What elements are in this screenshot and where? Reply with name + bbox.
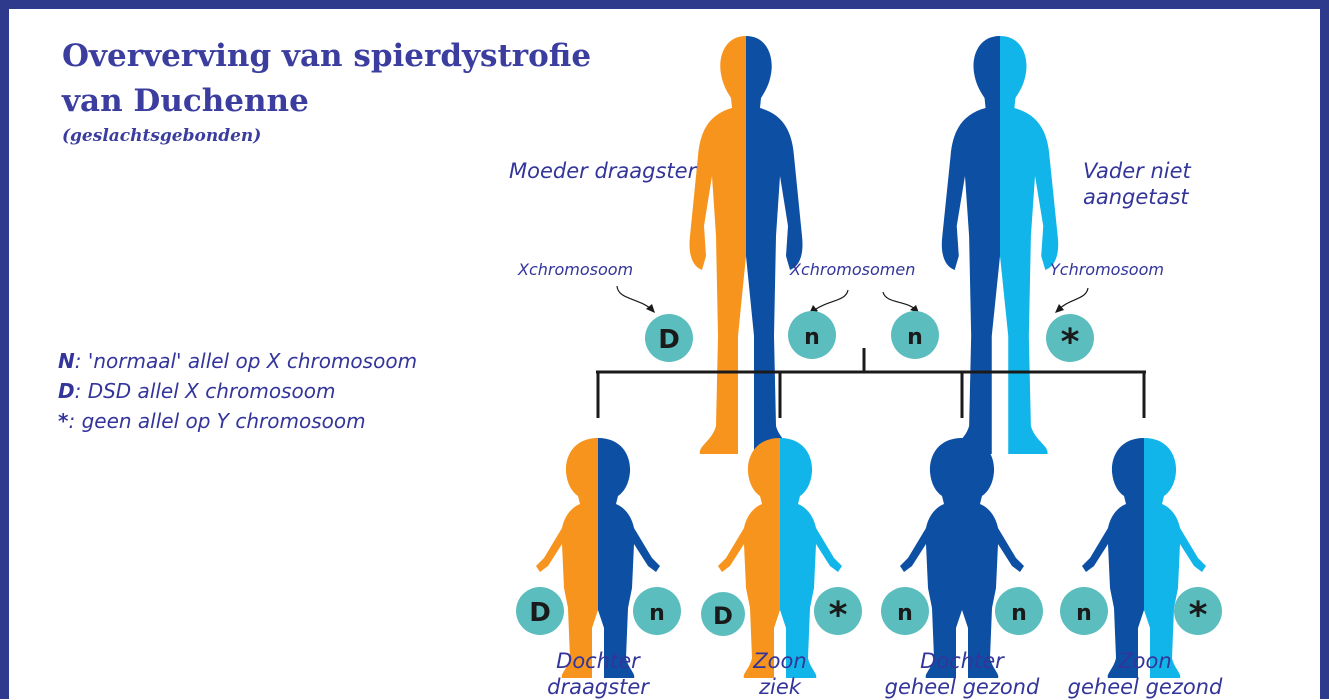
legend-text: : 'normaal' allel op X chromosoom bbox=[75, 349, 417, 373]
allele-circle: D bbox=[516, 587, 564, 635]
allele-circle: n bbox=[891, 311, 939, 359]
father-label: Vader niet aangetast bbox=[1083, 158, 1191, 210]
allele-label: * bbox=[1189, 595, 1208, 636]
allele-label: n bbox=[804, 325, 820, 350]
mother-figure bbox=[676, 26, 816, 466]
allele-circle: * bbox=[1046, 314, 1094, 363]
child-label-1: Dochter draagster bbox=[518, 648, 678, 700]
legend-key: N bbox=[58, 349, 75, 373]
allele-label: n bbox=[897, 601, 913, 626]
allele-label: n bbox=[649, 601, 665, 626]
mother-label: Moeder draagster bbox=[509, 158, 696, 184]
legend-text: : DSD allel X chromosoom bbox=[75, 379, 336, 403]
allele-circle: n bbox=[995, 587, 1043, 635]
allele-label: D bbox=[713, 602, 733, 630]
child-label-line-1: Zoon bbox=[710, 648, 850, 674]
allele-circle: n bbox=[1060, 587, 1108, 635]
allele-circle: n bbox=[633, 587, 681, 635]
child-label-4: Zoon geheel gezond bbox=[1055, 648, 1235, 700]
legend-key: * bbox=[58, 409, 68, 433]
child-label-line-2: ziek bbox=[710, 674, 850, 700]
allele-label: n bbox=[1011, 601, 1027, 626]
x-chromosomes-label: Xchromosomen bbox=[790, 260, 915, 279]
child-label-line-2: geheel gezond bbox=[872, 674, 1052, 700]
allele-label: D bbox=[658, 325, 680, 355]
allele-circle: D bbox=[645, 314, 693, 362]
allele-circle: D bbox=[701, 592, 745, 636]
x-chromosome-label: Xchromosoom bbox=[518, 260, 633, 279]
allele-circle: n bbox=[881, 587, 929, 635]
allele-circle: n bbox=[788, 311, 836, 359]
legend: N: 'normaal' allel op X chromosoom D: DS… bbox=[58, 346, 417, 436]
allele-circle: * bbox=[1174, 587, 1222, 636]
child-label-3: Dochter geheel gezond bbox=[872, 648, 1052, 700]
legend-item: N: 'normaal' allel op X chromosoom bbox=[58, 346, 417, 376]
legend-text: : geen allel op Y chromosoom bbox=[68, 409, 365, 433]
allele-circle: * bbox=[814, 587, 862, 636]
child-label-line-2: geheel gezond bbox=[1055, 674, 1235, 700]
arrow-heads bbox=[646, 304, 1064, 314]
allele-label: D bbox=[529, 598, 551, 628]
legend-item: D: DSD allel X chromosoom bbox=[58, 376, 417, 406]
child-label-line-1: Dochter bbox=[872, 648, 1052, 674]
child-label-line-1: Zoon bbox=[1055, 648, 1235, 674]
father-figure bbox=[928, 26, 1072, 466]
child-label-2: Zoon ziek bbox=[710, 648, 850, 700]
allele-label: * bbox=[1061, 322, 1080, 363]
child-label-line-2: draagster bbox=[518, 674, 678, 700]
legend-item: *: geen allel op Y chromosoom bbox=[58, 406, 417, 436]
y-chromosome-label: Ychromosoom bbox=[1050, 260, 1164, 279]
allele-label: * bbox=[829, 595, 848, 636]
father-label-line-2: aangetast bbox=[1083, 184, 1191, 210]
allele-label: n bbox=[1076, 601, 1092, 626]
legend-key: D bbox=[58, 379, 75, 403]
father-label-line-1: Vader niet bbox=[1083, 158, 1191, 184]
child-label-line-1: Dochter bbox=[518, 648, 678, 674]
allele-label: n bbox=[907, 325, 923, 350]
